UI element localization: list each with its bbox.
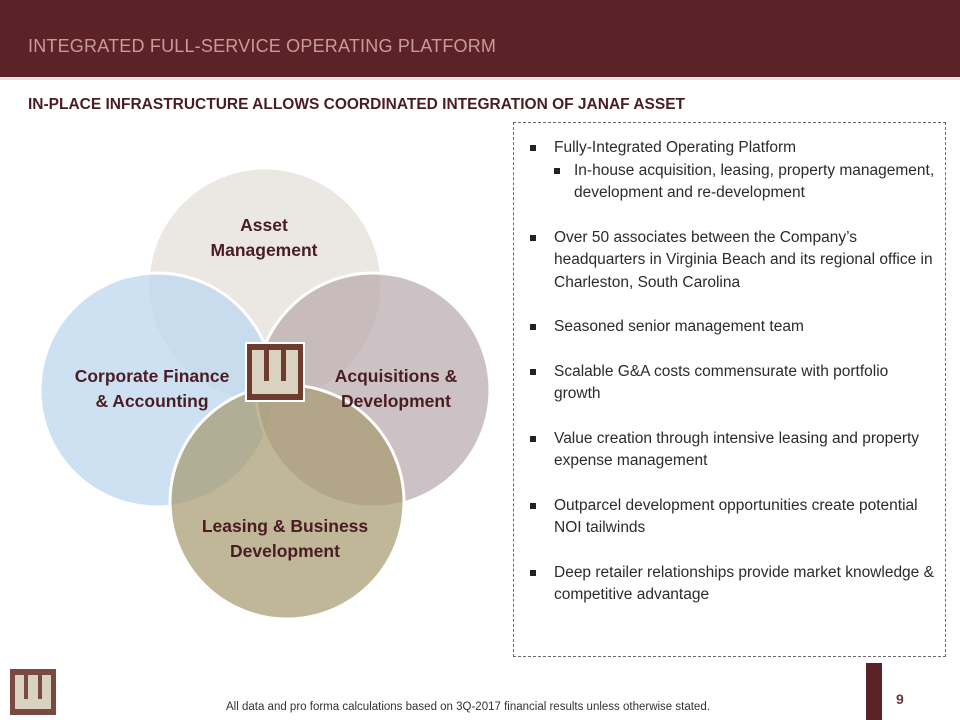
page-number: 9 [896,691,904,707]
highlights-list: Fully-Integrated Operating Platform In-h… [526,137,935,607]
header-bar: INTEGRATED FULL-SERVICE OPERATING PLATFO… [0,0,960,80]
wheeler-w-logo-icon [10,669,56,715]
highlights-box: Fully-Integrated Operating Platform In-h… [513,122,946,657]
label-asset-management: Asset Management [210,215,318,260]
venn-diagram: Asset Management Corporate Finance & Acc… [0,140,500,640]
list-item: Over 50 associates between the Company’s… [526,227,935,295]
circle-leasing [168,383,406,621]
label-corporate-finance: Corporate Finance & Accounting [74,366,230,411]
label-leasing: Leasing & Business Development [201,516,369,561]
list-item: Fully-Integrated Operating Platform In-h… [526,137,935,205]
list-item: Seasoned senior management team [526,316,935,339]
list-item: Value creation through intensive leasing… [526,428,935,473]
slide-subtitle: IN-PLACE INFRASTRUCTURE ALLOWS COORDINAT… [28,96,686,113]
list-item: Deep retailer relationships provide mark… [526,562,935,607]
footnote: All data and pro forma calculations base… [226,701,710,713]
sub-list: In-house acquisition, leasing, property … [550,160,935,205]
wheeler-w-logo-icon [245,342,305,402]
page-tab [866,663,882,720]
slide-title: INTEGRATED FULL-SERVICE OPERATING PLATFO… [28,36,497,56]
sub-list-item: In-house acquisition, leasing, property … [550,160,935,205]
list-item: Outparcel development opportunities crea… [526,495,935,540]
list-item: Scalable G&A costs commensurate with por… [526,361,935,406]
label-acquisitions: Acquisitions & Development [334,366,458,411]
